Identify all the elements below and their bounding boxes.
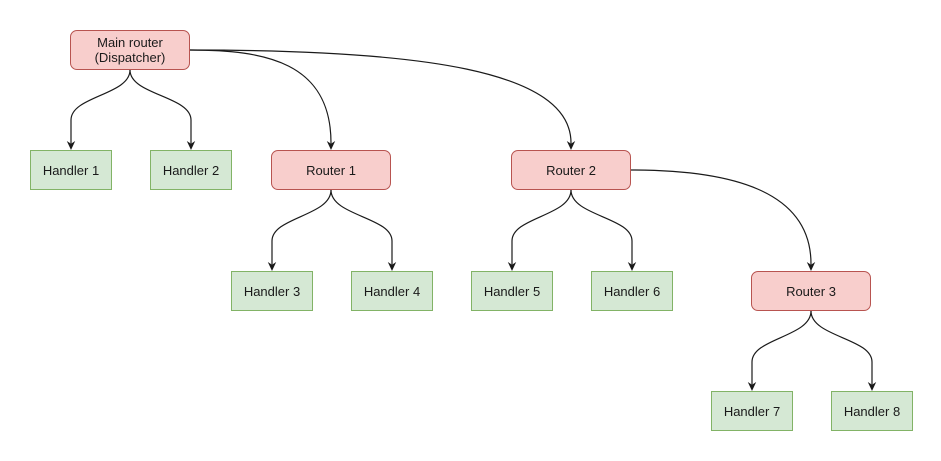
arrowhead-icon <box>627 262 637 271</box>
edge-line <box>570 189 633 265</box>
edge-router-2-to-router-3 <box>630 169 816 271</box>
node-handler-1[interactable]: Handler 1 <box>30 150 112 190</box>
node-handler-5[interactable]: Handler 5 <box>471 271 553 311</box>
edge-line <box>271 189 332 265</box>
arrowhead-icon <box>387 262 397 271</box>
arrowhead-icon <box>267 262 277 271</box>
node-handler-3[interactable]: Handler 3 <box>231 271 313 311</box>
edge-router-1-to-handler-3 <box>267 189 332 271</box>
node-router-2[interactable]: Router 2 <box>511 150 631 190</box>
edge-line <box>630 169 812 265</box>
node-handler-8[interactable]: Handler 8 <box>831 391 913 431</box>
edge-router-3-to-handler-8 <box>810 310 877 391</box>
edge-line <box>810 310 873 385</box>
arrowhead-icon <box>507 262 517 271</box>
node-handler-6[interactable]: Handler 6 <box>591 271 673 311</box>
edge-main-to-handler-2 <box>129 69 196 150</box>
edge-line <box>511 189 572 265</box>
edge-line <box>129 69 192 144</box>
node-main-router[interactable]: Main router (Dispatcher) <box>70 30 190 70</box>
edge-router-2-to-handler-6 <box>570 189 637 271</box>
edge-main-to-router-1 <box>189 49 336 150</box>
edge-main-to-router-2 <box>189 49 576 150</box>
arrowhead-icon <box>186 141 196 150</box>
edge-line <box>189 49 572 144</box>
node-handler-4[interactable]: Handler 4 <box>351 271 433 311</box>
edge-line <box>189 49 332 144</box>
edge-line <box>330 189 393 265</box>
arrowhead-icon <box>66 141 76 150</box>
arrowhead-icon <box>566 141 576 150</box>
node-handler-7[interactable]: Handler 7 <box>711 391 793 431</box>
edge-line <box>751 310 812 385</box>
edge-main-to-handler-1 <box>66 69 131 150</box>
arrowhead-icon <box>326 141 336 150</box>
node-router-3[interactable]: Router 3 <box>751 271 871 311</box>
node-router-1[interactable]: Router 1 <box>271 150 391 190</box>
node-handler-2[interactable]: Handler 2 <box>150 150 232 190</box>
edge-router-1-to-handler-4 <box>330 189 397 271</box>
edge-line <box>70 69 131 144</box>
arrowhead-icon <box>867 382 877 391</box>
arrowhead-icon <box>747 382 757 391</box>
edge-router-2-to-handler-5 <box>507 189 572 271</box>
arrowhead-icon <box>806 262 816 271</box>
edge-router-3-to-handler-7 <box>747 310 812 391</box>
